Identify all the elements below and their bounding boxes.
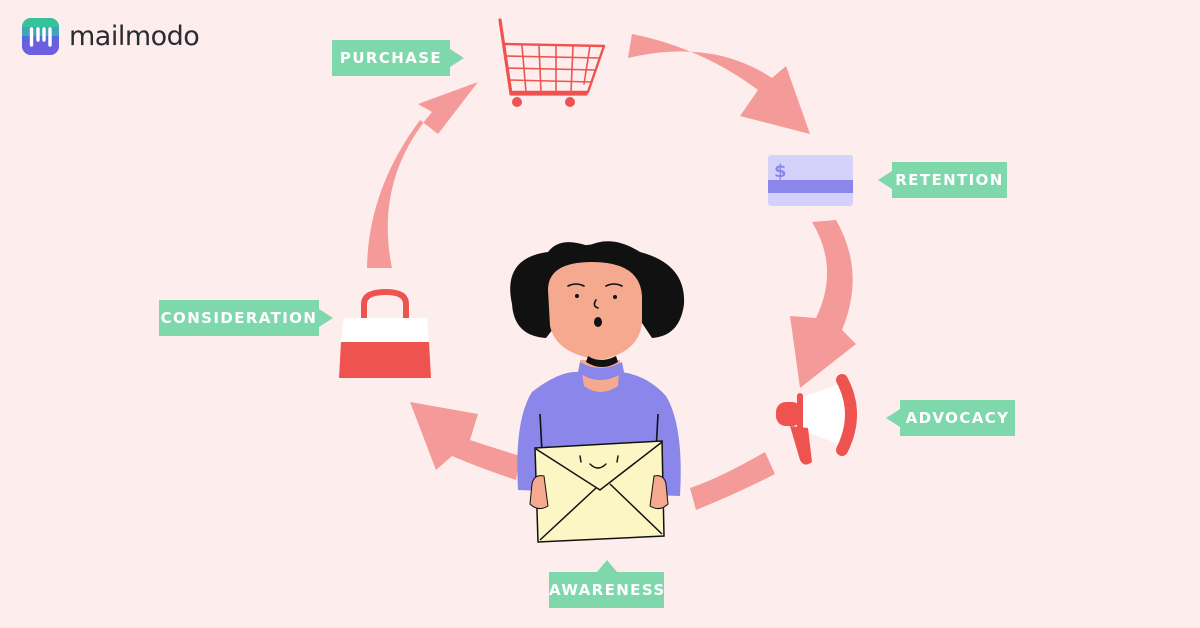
brand-logo[interactable]: mailmodo (22, 18, 200, 55)
label-awareness: AWARENESS (549, 560, 664, 608)
label-advocacy: ADVOCACY (886, 400, 1015, 436)
card-dollar-symbol: $ (774, 161, 787, 182)
arrow-retention-to-advocacy (790, 220, 856, 388)
arrow-purchase-to-retention (628, 34, 810, 134)
megaphone-icon (776, 374, 857, 465)
credit-card-icon: $ (768, 155, 853, 206)
person-with-envelope (510, 241, 685, 543)
mailmodo-logo-icon (22, 18, 59, 55)
arrow-advocacy-to-awareness (690, 452, 775, 510)
arrow-awareness-to-consideration (410, 402, 520, 480)
label-retention: RETENTION (878, 162, 1007, 198)
shopping-cart-icon (498, 18, 606, 107)
brand-name: mailmodo (69, 21, 200, 52)
cycle-arrows (367, 34, 856, 510)
shopping-bag-icon (339, 288, 431, 378)
label-purchase: PURCHASE (332, 40, 464, 76)
label-consideration: CONSIDERATION (159, 300, 333, 336)
arrow-consideration-to-purchase (367, 82, 478, 268)
